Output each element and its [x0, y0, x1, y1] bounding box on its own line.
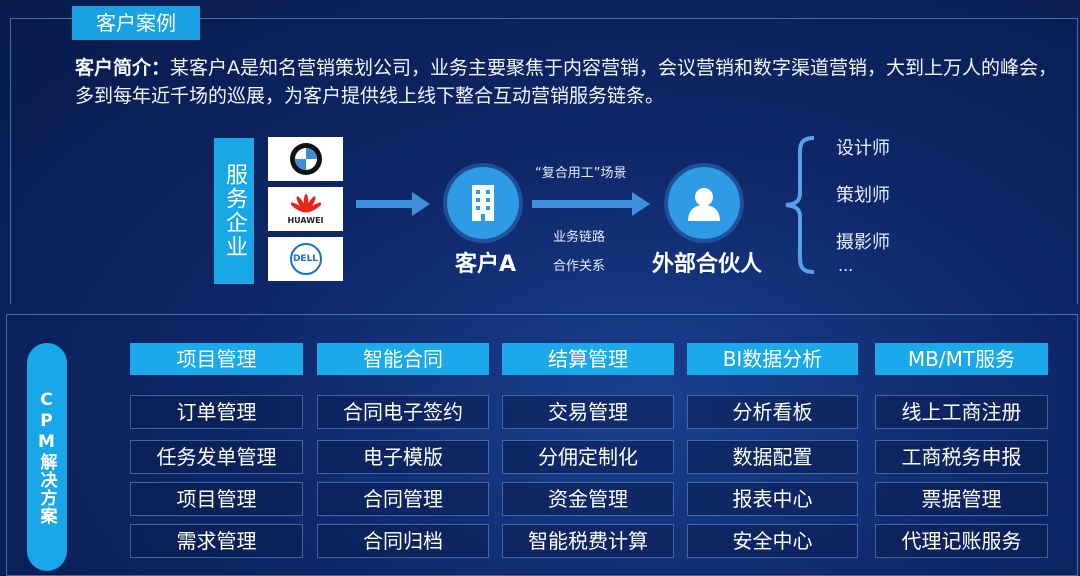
solution-cell: 分佣定制化: [502, 440, 674, 474]
service-label-box: 服务企业: [214, 138, 254, 284]
bmw-logo: [268, 137, 343, 181]
column-header: 项目管理: [130, 343, 303, 375]
solution-cell: 智能税费计算: [502, 524, 674, 558]
solution-cell: 交易管理: [502, 395, 674, 429]
solution-cell: 资金管理: [502, 482, 674, 516]
intro-body: 某客户A是知名营销策划公司，业务主要聚焦于内容营销，会议营销和数字渠道营销，大到…: [75, 57, 1058, 107]
page-title: 客户案例: [72, 6, 200, 40]
arrow-right-icon: [532, 192, 650, 216]
bmw-logo-icon: [289, 143, 322, 175]
link-label-cooperation: 合作关系: [553, 259, 606, 274]
arrow-right-icon: [356, 192, 430, 216]
case-frame: [10, 18, 1078, 304]
solution-cell: 线上工商注册: [875, 395, 1048, 429]
solution-cell: 项目管理: [130, 482, 303, 516]
dell-logo: DELL: [268, 237, 343, 281]
huawei-petal-icon: [290, 193, 321, 212]
cpm-label-pill: CPM解决方案: [27, 343, 67, 571]
solution-cell: 订单管理: [130, 395, 303, 429]
solution-cell: 电子模版: [317, 440, 489, 474]
solution-cell: 需求管理: [130, 524, 303, 558]
huawei-logo-text: HUAWEI: [287, 215, 324, 225]
solution-cell: 报表中心: [687, 482, 858, 516]
solution-cell: 安全中心: [687, 524, 858, 558]
solution-cell: 任务发单管理: [130, 440, 303, 474]
solution-cell: 合同电子签约: [317, 395, 489, 429]
service-label: 服务企业: [222, 163, 247, 259]
solution-cell: 合同归档: [317, 524, 489, 558]
scene-label: “复合用工”场景: [535, 166, 627, 181]
building-icon: [447, 167, 519, 239]
role-designer: 设计师: [836, 138, 890, 159]
intro-label: 客户简介：: [75, 57, 171, 79]
link-label-business: 业务链路: [553, 230, 606, 245]
brace-icon: [785, 136, 815, 274]
role-more: ...: [838, 256, 854, 275]
role-planner: 策划师: [836, 185, 890, 206]
column-header: 结算管理: [502, 343, 674, 375]
cpm-label: CPM解决方案: [36, 389, 57, 525]
role-photographer: 摄影师: [836, 232, 890, 253]
dell-logo-text: DELL: [292, 254, 319, 264]
solution-cell: 数据配置: [687, 440, 858, 474]
partner-label: 外部合伙人: [652, 252, 763, 277]
column-header: 智能合同: [317, 343, 489, 375]
dell-logo-ring: DELL: [289, 243, 322, 275]
solution-cell: 票据管理: [875, 482, 1048, 516]
solution-cell: 代理记账服务: [875, 524, 1048, 558]
person-icon: [668, 167, 740, 239]
solution-cell: 工商税务申报: [875, 440, 1048, 474]
column-header: MB/MT服务: [875, 343, 1048, 375]
solution-cell: 合同管理: [317, 482, 489, 516]
huawei-logo: HUAWEI: [268, 187, 343, 231]
solution-cell: 分析看板: [687, 395, 858, 429]
client-a-label: 客户A: [455, 252, 517, 277]
intro-text: 客户简介：某客户A是知名营销策划公司，业务主要聚焦于内容营销，会议营销和数字渠道…: [75, 54, 1060, 110]
column-header: BI数据分析: [687, 343, 858, 375]
